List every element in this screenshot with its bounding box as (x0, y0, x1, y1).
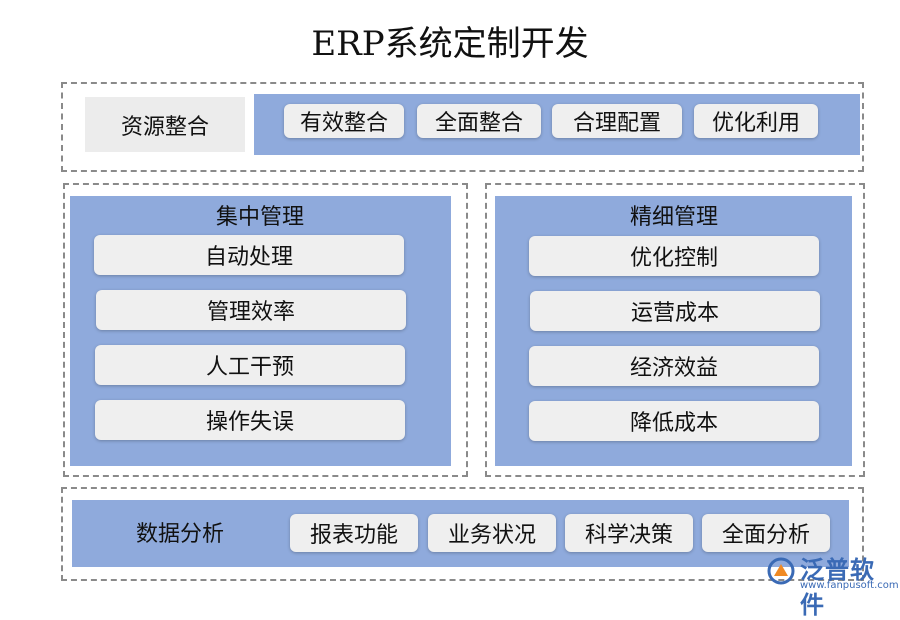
data-section (61, 487, 864, 581)
diagram-title: ERP系统定制开发 (311, 24, 589, 64)
data-item: 报表功能 (290, 514, 418, 552)
central-section (63, 183, 468, 477)
fine-item: 降低成本 (529, 401, 819, 441)
fine-item: 优化控制 (529, 236, 819, 276)
central-item: 管理效率 (96, 290, 406, 330)
resource-label: 资源整合 (120, 114, 209, 140)
data-label: 数据分析 (135, 522, 224, 547)
resource-item: 合理配置 (552, 104, 682, 138)
data-item: 全面分析 (702, 514, 830, 552)
data-item: 科学决策 (565, 514, 693, 552)
fine-section (485, 183, 865, 477)
fine-item: 运营成本 (530, 291, 820, 331)
brand-url: www.fanpusoft.com (800, 580, 899, 591)
resource-item: 全面整合 (417, 104, 541, 138)
fine-item: 经济效益 (529, 346, 819, 386)
data-item: 业务状况 (428, 514, 556, 552)
resource-item: 优化利用 (694, 104, 818, 138)
central-item: 操作失误 (95, 400, 405, 440)
resource-label-box (85, 97, 245, 152)
brand-logo-icon (767, 557, 795, 585)
central-title: 集中管理 (215, 205, 304, 230)
resource-item: 有效整合 (284, 104, 404, 138)
brand-watermark: 泛普软件 www.fanpusoft.com (766, 550, 899, 619)
central-item: 人工干预 (95, 345, 405, 385)
resource-section (61, 82, 864, 172)
fine-title: 精细管理 (629, 205, 718, 230)
central-item: 自动处理 (94, 235, 404, 275)
